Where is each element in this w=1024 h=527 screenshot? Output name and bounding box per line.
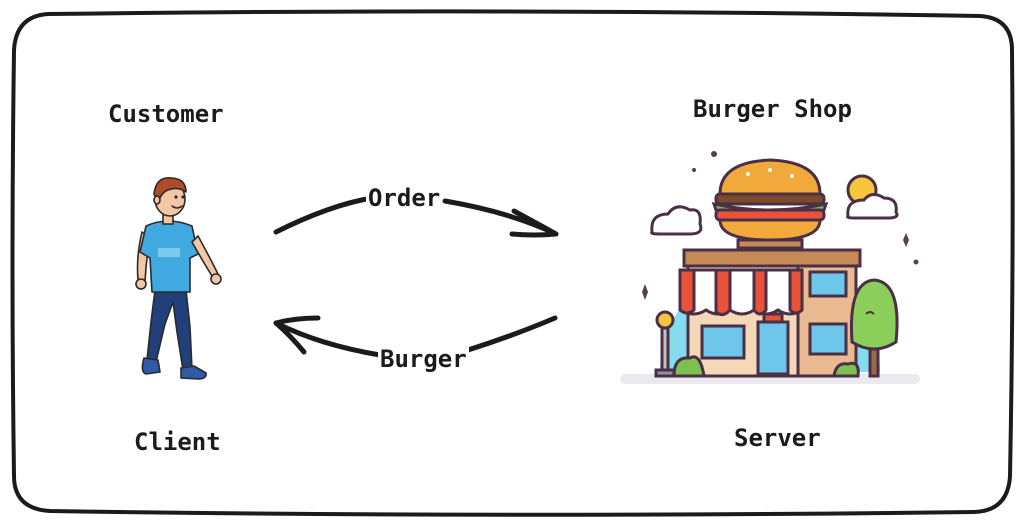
server-label: Server <box>734 424 821 452</box>
customer-title: Customer <box>108 100 224 128</box>
burger-edge-label: Burger <box>378 345 469 373</box>
burger-shop-building-icon <box>620 151 920 384</box>
burger-shop-title: Burger Shop <box>693 95 852 123</box>
client-label: Client <box>134 428 221 456</box>
order-edge-label: Order <box>366 184 443 212</box>
burger-arrow <box>273 315 558 358</box>
diagram-frame <box>10 9 1015 517</box>
walking-person-icon <box>135 177 222 380</box>
order-arrow <box>273 195 559 238</box>
